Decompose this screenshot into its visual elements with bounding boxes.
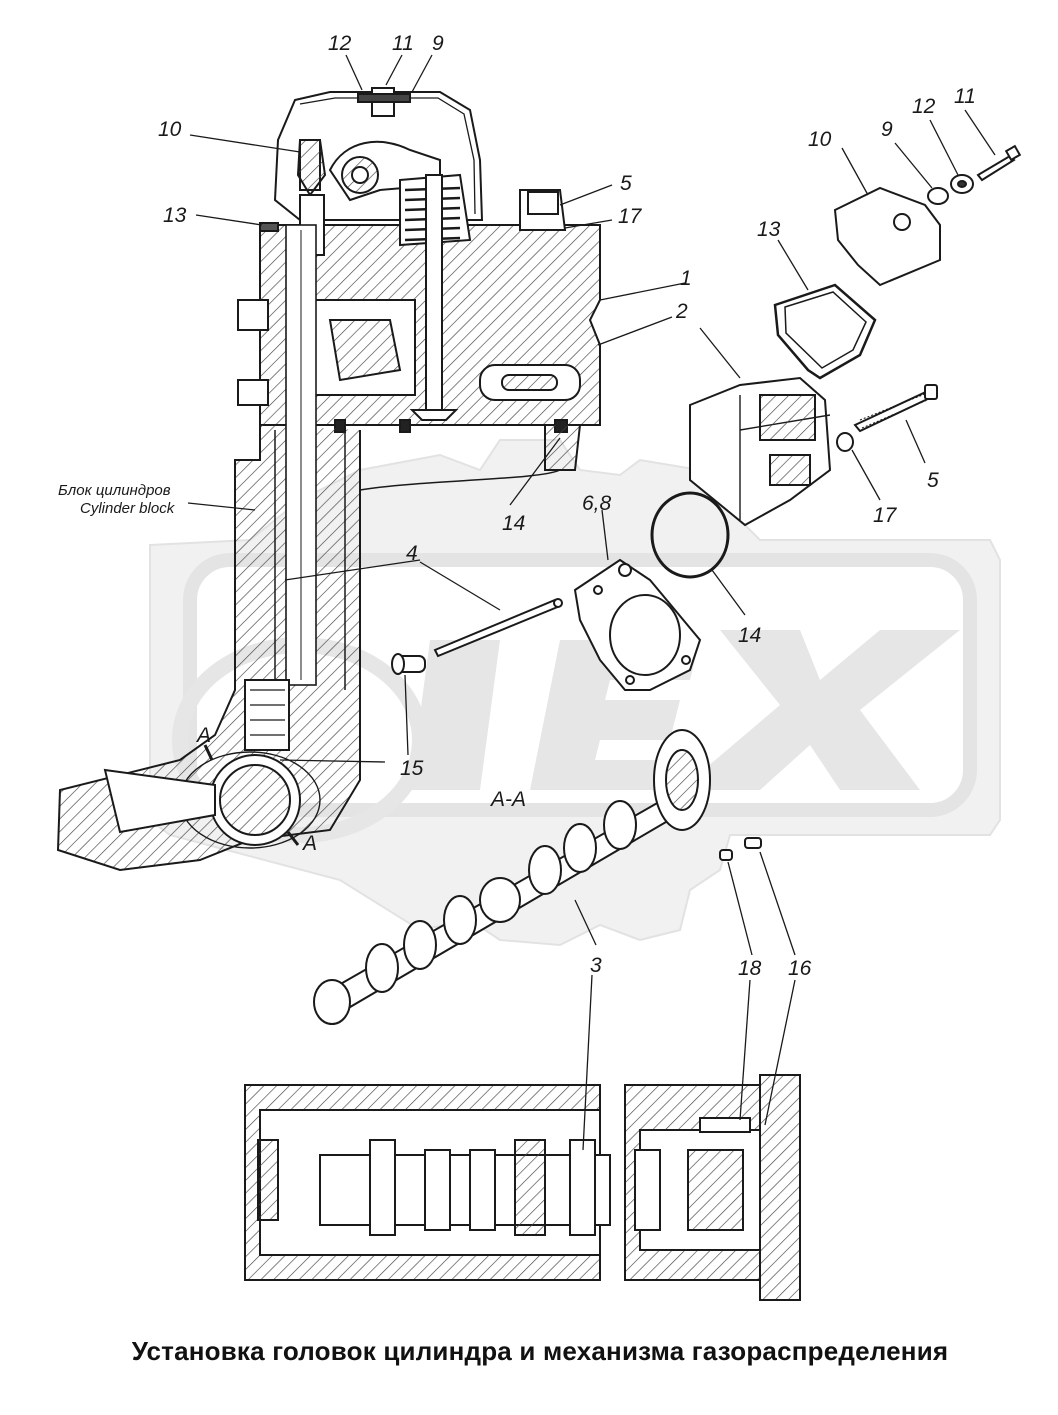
section-mark-top: A bbox=[195, 724, 211, 747]
bolt-16 bbox=[744, 837, 762, 849]
callout-12-right: 12 bbox=[912, 95, 936, 118]
block-caption-ru: Блок цилиндров bbox=[58, 482, 171, 499]
callout-9-top: 9 bbox=[432, 32, 444, 55]
callout-17-left: 17 bbox=[618, 205, 643, 228]
callout-5-left: 5 bbox=[620, 172, 632, 195]
page-title: Установка головок цилиндра и механизма г… bbox=[131, 1336, 949, 1366]
callout-13-left: 13 bbox=[163, 204, 187, 227]
rocker-cover bbox=[833, 186, 941, 287]
callout-4: 4 bbox=[406, 542, 418, 565]
block-caption-en: Cylinder block bbox=[80, 500, 176, 517]
callout-11-top: 11 bbox=[392, 32, 414, 55]
leader-lines bbox=[189, 54, 996, 1151]
gasket-13 bbox=[773, 283, 877, 380]
callout-12-top: 12 bbox=[328, 32, 352, 55]
section-label: A-A bbox=[489, 788, 526, 811]
camshaft-3 bbox=[313, 729, 711, 1025]
camshaft-bed-section bbox=[244, 1074, 801, 1301]
pushrod-4 bbox=[433, 598, 563, 658]
cylinder-head-section bbox=[259, 87, 601, 433]
cylinder-head-part bbox=[689, 376, 832, 527]
callout-17-right: 17 bbox=[873, 504, 898, 527]
callout-9-right: 9 bbox=[881, 118, 893, 141]
head-gasket-6-8 bbox=[573, 558, 702, 691]
callout-10-right: 10 bbox=[808, 128, 832, 151]
callout-13-right: 13 bbox=[757, 218, 781, 241]
section-marks bbox=[203, 744, 300, 846]
tappet-15 bbox=[391, 653, 426, 675]
bolt-11 bbox=[976, 144, 1022, 182]
washer-12 bbox=[950, 174, 974, 194]
callout-2: 2 bbox=[675, 300, 688, 323]
washer-18 bbox=[719, 849, 733, 861]
callouts: 12 11 9 10 13 5 17 1 2 10 9 12 11 13 5 1… bbox=[158, 32, 976, 980]
washer-9 bbox=[927, 187, 949, 205]
cylinder-block-section bbox=[56, 224, 581, 872]
callout-11-right: 11 bbox=[954, 85, 976, 108]
callout-3: 3 bbox=[590, 954, 602, 977]
callout-14-left: 14 bbox=[502, 512, 525, 535]
callout-5-right: 5 bbox=[927, 469, 939, 492]
bolt-5 bbox=[853, 384, 938, 433]
callout-16: 16 bbox=[788, 957, 812, 980]
callout-18: 18 bbox=[738, 957, 762, 980]
section-mark-bottom: A bbox=[301, 832, 317, 855]
watermark-logo bbox=[149, 439, 1001, 947]
callout-10-left: 10 bbox=[158, 118, 182, 141]
callout-14-right: 14 bbox=[738, 624, 761, 647]
callout-1: 1 bbox=[680, 267, 692, 290]
sealing-ring-14 bbox=[650, 491, 730, 579]
callout-15: 15 bbox=[400, 757, 424, 780]
callout-6-8: 6,8 bbox=[582, 492, 612, 515]
block-caption-leader bbox=[187, 502, 256, 511]
washer-17 bbox=[836, 432, 854, 452]
